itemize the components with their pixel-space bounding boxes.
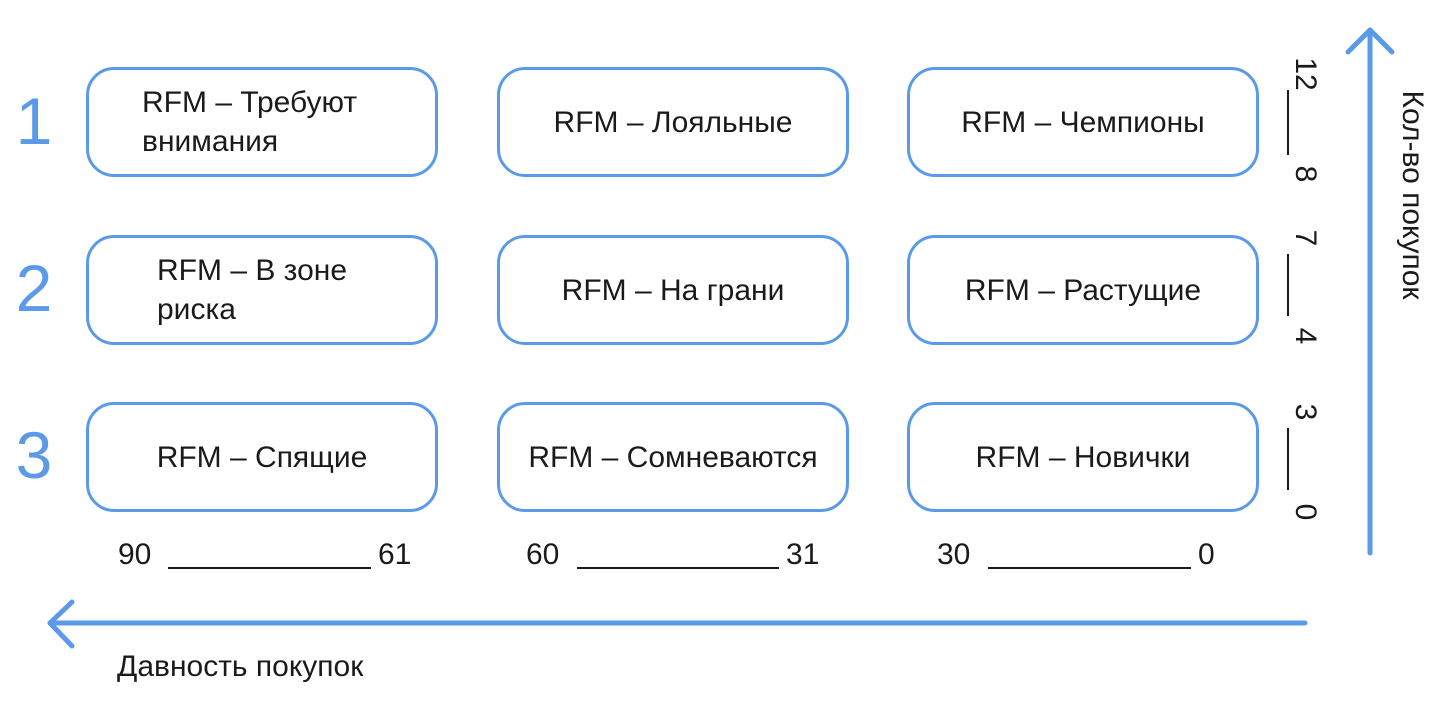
- row-number-3: 3: [15, 418, 53, 492]
- y-range-2-line: [1287, 254, 1289, 316]
- segment-label: RFM – Чемпионы: [961, 105, 1205, 139]
- segment-on-edge: RFM – На грани: [497, 235, 849, 345]
- segment-newcomers: RFM – Новички: [907, 402, 1259, 512]
- segment-loyal: RFM – Лояльные: [497, 67, 849, 177]
- x-range-1-line: [168, 567, 371, 569]
- y-axis-arrow: [1345, 27, 1395, 556]
- x-range-2-to: 31: [786, 538, 820, 571]
- row-number-1: 1: [15, 84, 53, 158]
- x-range-2-from: 60: [526, 538, 560, 571]
- y-range-1-line: [1287, 90, 1289, 155]
- row-number-2: 2: [15, 251, 53, 325]
- segment-sleeping: RFM – Спящие: [86, 402, 438, 512]
- segment-label: RFM – Растущие: [964, 273, 1202, 307]
- x-range-1-to: 61: [378, 538, 412, 571]
- segment-champions: RFM – Чемпионы: [907, 67, 1259, 177]
- segment-doubting: RFM – Сомневаются: [497, 402, 849, 512]
- segment-label: RFM – Спящие: [156, 440, 368, 474]
- x-range-2-line: [577, 567, 779, 569]
- segment-label: RFM – В зоне риска: [157, 254, 348, 326]
- segment-growing: RFM – Растущие: [907, 235, 1259, 345]
- x-range-3-to: 0: [1198, 538, 1215, 571]
- y-range-3-line: [1287, 428, 1289, 490]
- segment-label: RFM – Лояльные: [553, 105, 793, 139]
- x-range-1-from: 90: [118, 538, 152, 571]
- segment-needs-attention: RFM – Требуют внимания: [86, 67, 438, 177]
- x-axis-title: Давность покупок: [117, 650, 364, 683]
- x-range-3-line: [988, 567, 1191, 569]
- y-axis-title: Кол-во покупок: [1396, 90, 1429, 300]
- segment-label: RFM – На грани: [561, 273, 785, 307]
- segment-at-risk: RFM – В зоне риска: [86, 235, 438, 345]
- segment-label: RFM – Требуют внимания: [142, 86, 358, 158]
- segment-label: RFM – Сомневаются: [528, 440, 818, 474]
- x-range-3-from: 30: [937, 538, 971, 571]
- segment-label: RFM – Новички: [975, 440, 1191, 474]
- x-axis-arrow: [47, 599, 1308, 649]
